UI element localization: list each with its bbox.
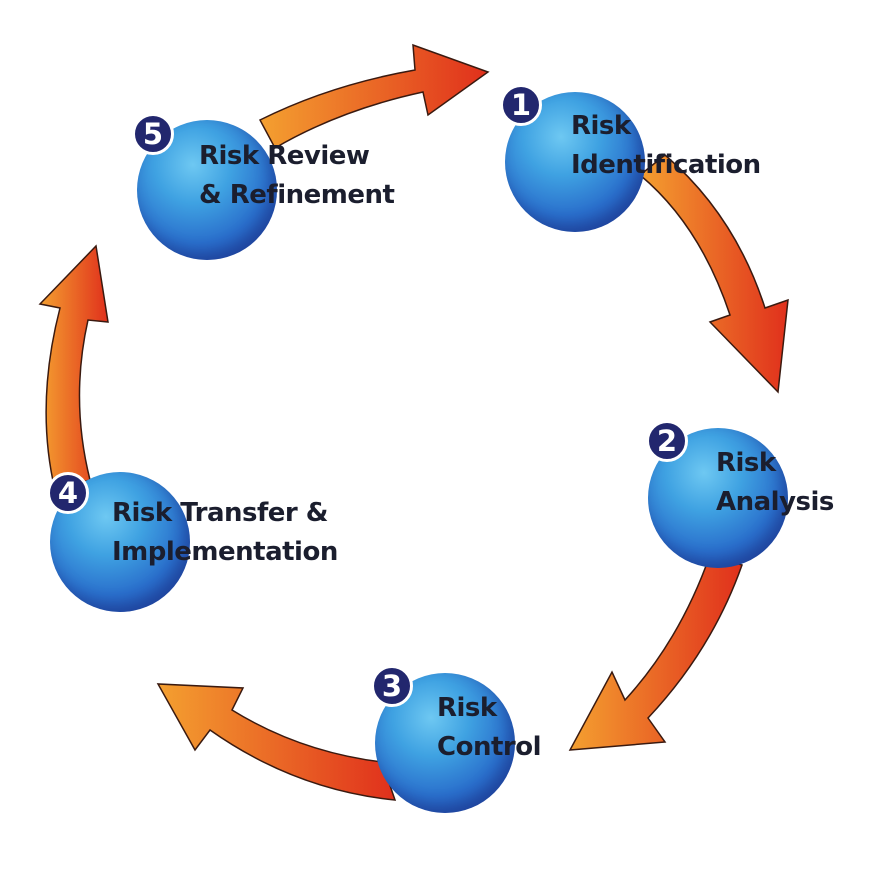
step-4-badge: 4 — [47, 472, 89, 514]
step-1-line1: Risk — [571, 111, 631, 141]
step-4-line1: Risk Transfer & — [112, 498, 328, 528]
step-3-line1: Risk — [437, 693, 497, 723]
step-3-label: Risk Control — [437, 689, 541, 767]
step-4-line2: Implementation — [112, 537, 338, 567]
arrow-control-to-transfer — [156, 683, 397, 801]
arrow-review-to-identification — [258, 43, 490, 150]
step-3-line2: Control — [437, 732, 541, 762]
step-2-line2: Analysis — [716, 487, 834, 517]
step-1-label: Risk Identification — [571, 107, 761, 185]
arrow-analysis-to-control — [568, 554, 743, 751]
step-2-label: Risk Analysis — [716, 444, 834, 522]
step-1-badge: 1 — [500, 84, 542, 126]
step-1-line2: Identification — [571, 150, 761, 180]
arrow-transfer-to-review — [38, 244, 109, 491]
step-3-badge: 3 — [371, 665, 413, 707]
step-5-line1: Risk Review — [199, 141, 370, 171]
step-2-line1: Risk — [716, 448, 776, 478]
step-4-label: Risk Transfer & Implementation — [112, 494, 338, 572]
step-5-badge: 5 — [132, 113, 174, 155]
step-5-label: Risk Review & Refinement — [199, 137, 395, 215]
step-5-line2: & Refinement — [199, 180, 395, 210]
arrow-identification-to-analysis — [638, 154, 789, 394]
step-2-badge: 2 — [646, 420, 688, 462]
